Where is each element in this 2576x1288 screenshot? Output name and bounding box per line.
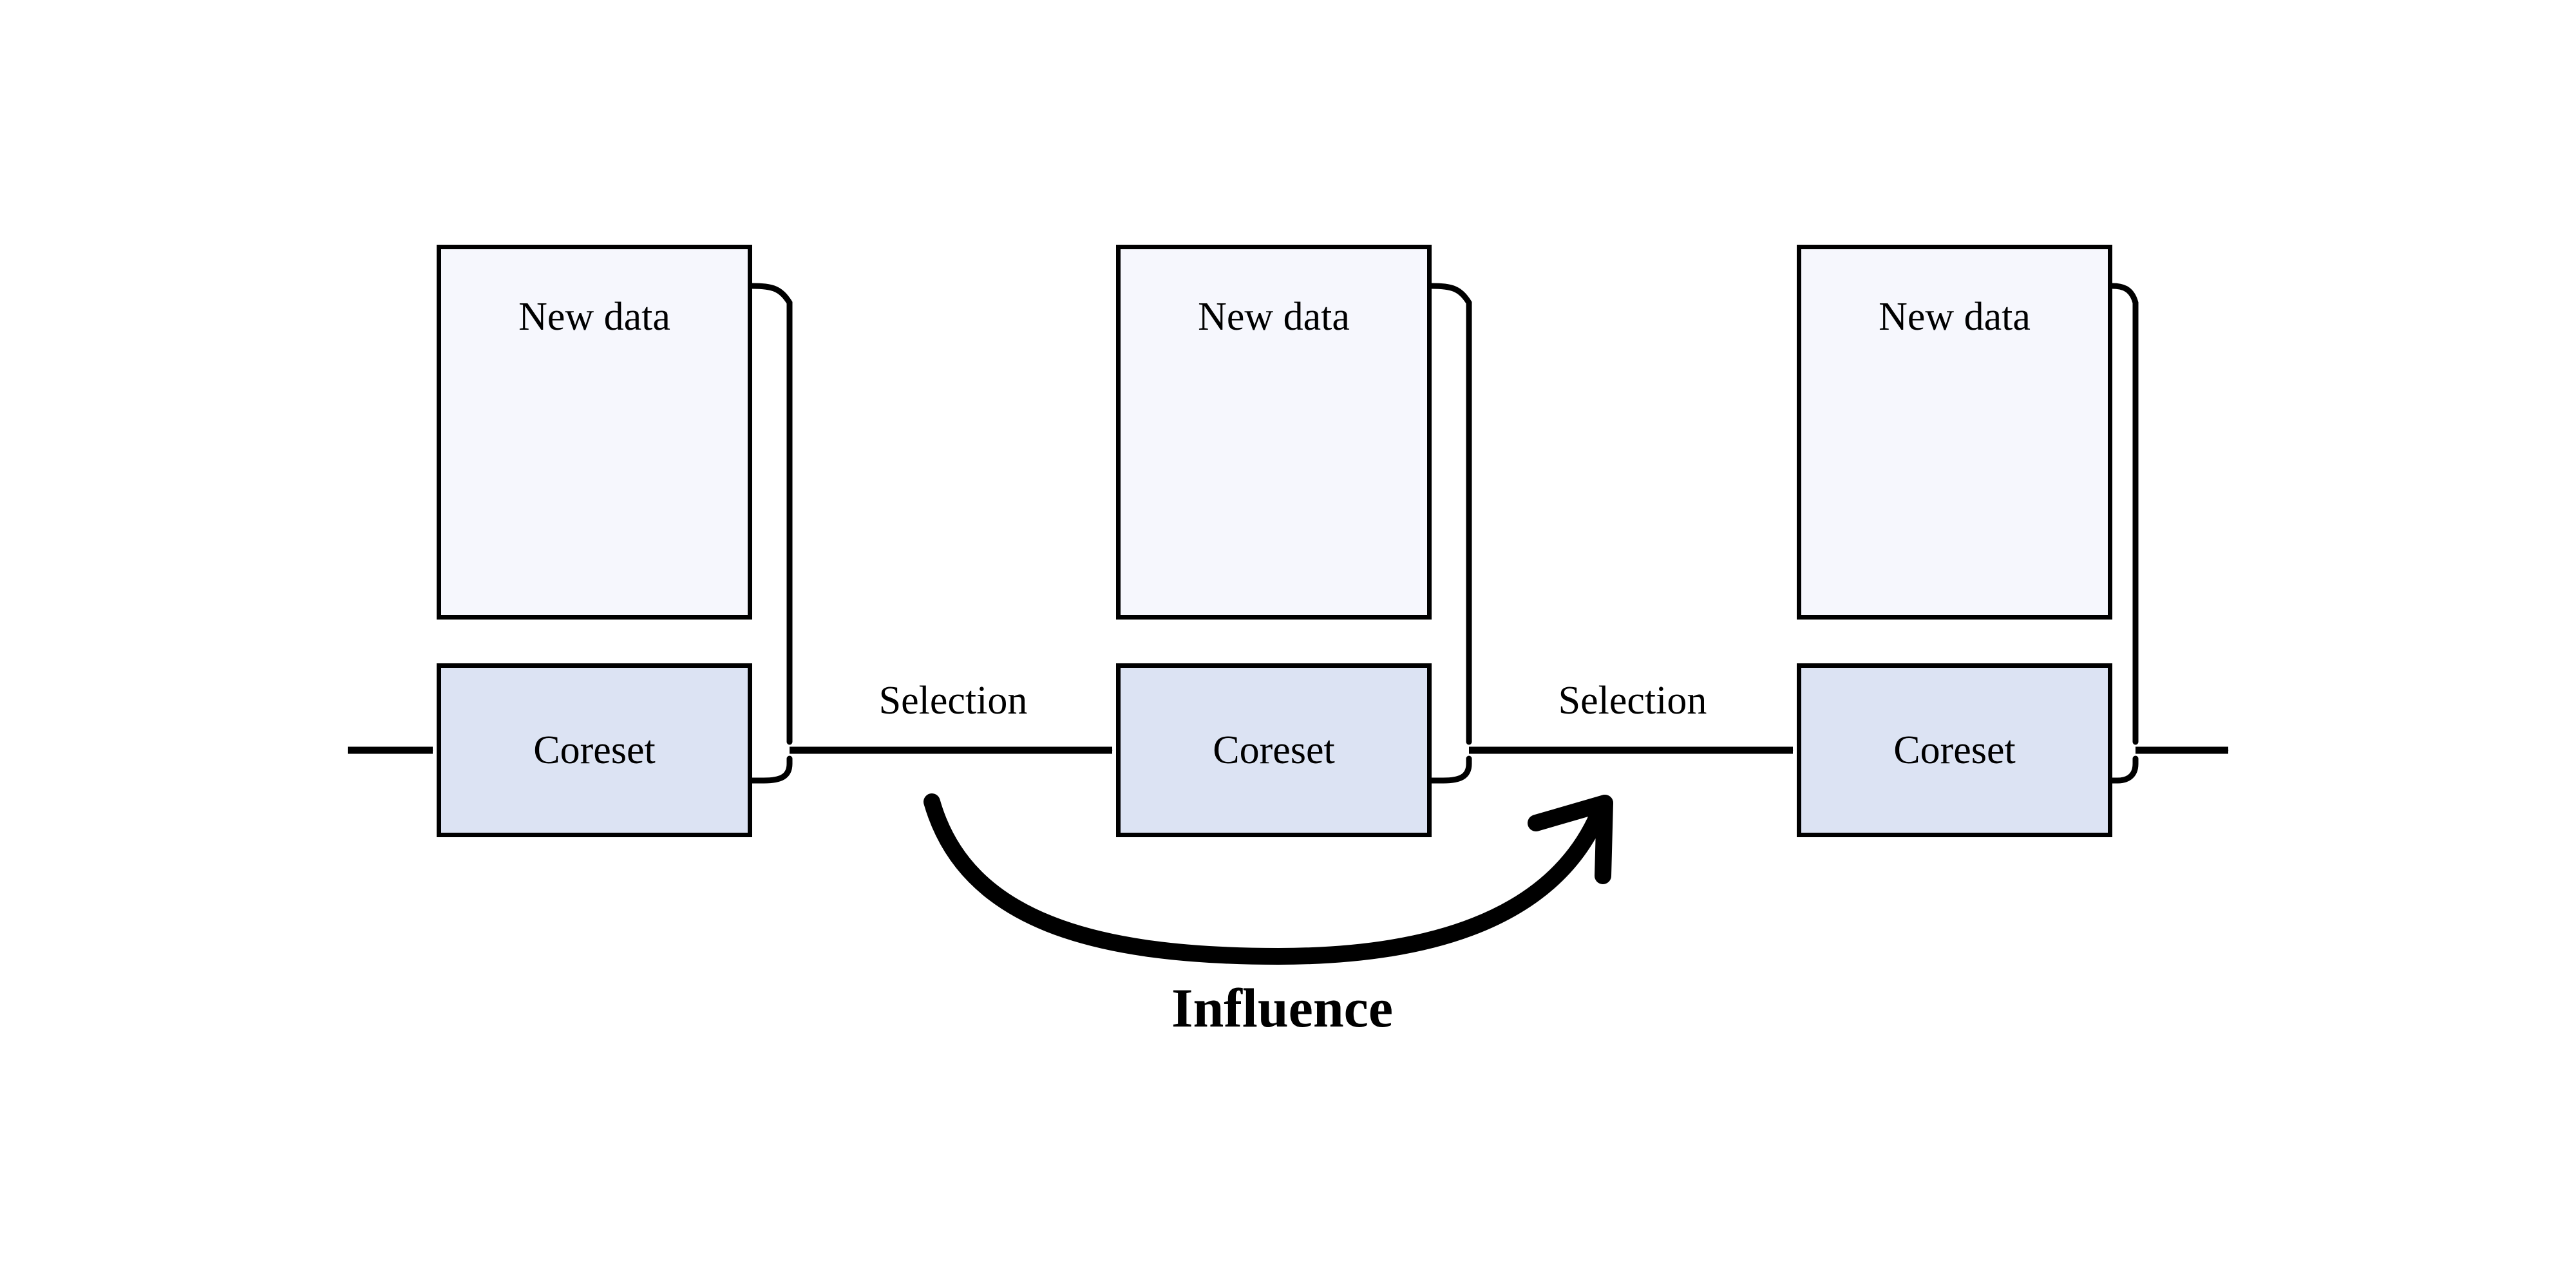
stage-1-new-data-box: New data <box>437 245 752 620</box>
stage-1-brace <box>749 283 793 784</box>
stage-3-new-data-box: New data <box>1797 245 2112 620</box>
stage-2-new-data-label: New data <box>1198 295 1350 339</box>
stage-3-coreset-label: Coreset <box>1893 728 2016 772</box>
selection-label-2: Selection <box>1558 679 1707 723</box>
stage-1-coreset-label: Coreset <box>533 728 656 772</box>
stage-2-new-data-box: New data <box>1116 245 1432 620</box>
influence-label: Influence <box>1171 977 1393 1039</box>
stage-1-coreset-box: Coreset <box>437 663 752 837</box>
stage-3-brace <box>2109 283 2139 784</box>
stage-2-coreset-label: Coreset <box>1213 728 1335 772</box>
stage-3-new-data-label: New data <box>1879 295 2031 339</box>
stage-2-brace <box>1428 283 1472 784</box>
selection-label-1: Selection <box>878 679 1028 723</box>
stage-2-coreset-box: Coreset <box>1116 663 1432 837</box>
stage-1-new-data-label: New data <box>518 295 670 339</box>
stage-3-coreset-box: Coreset <box>1797 663 2112 837</box>
influence-arrow <box>923 793 1613 965</box>
